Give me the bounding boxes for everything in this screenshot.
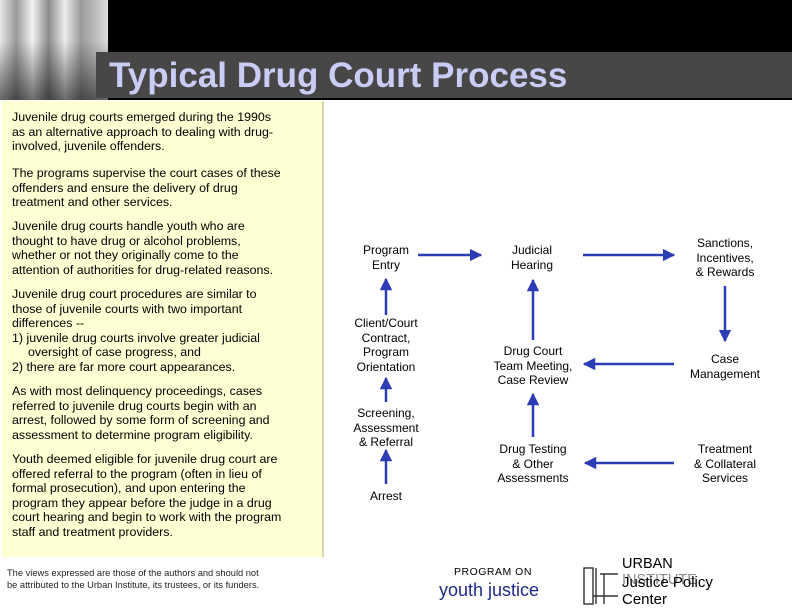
node-label: Incentives, [696,250,754,265]
node-label: Assessments [497,471,569,486]
paragraph-3: Juvenile drug courts handle youth who ar… [12,219,273,277]
program-on-label: PROGRAM ON [454,566,532,578]
text-line: offenders and ensure the delivery of dru… [12,180,238,195]
page-title: Typical Drug Court Process [109,56,568,95]
node-label: Entry [371,257,401,272]
disclaimer: The views expressed are those of the aut… [7,567,259,591]
text-line: whether or not they originally come to t… [12,248,239,263]
justice-policy-center-line2: Center [622,591,668,608]
text-line: staff and treatment providers. [12,524,173,539]
node-label: Sanctions, [696,236,754,250]
text-line: The programs supervise the court cases o… [12,166,281,180]
text-line: arrest, followed by some form of screeni… [12,413,270,428]
text-line: referred to juvenile drug courts begin w… [12,398,257,413]
node-sanctions: Sanctions, Incentives, & Rewards [696,236,755,280]
node-treatment: Treatment & Collateral Services [694,442,756,486]
node-label: Assessment [353,420,419,435]
node-label: & Referral [358,435,414,450]
node-label: Judicial [511,243,553,257]
node-label: Screening, [357,406,415,420]
text-line: program they appear before the judge in … [12,495,272,510]
node-client-court-contract: Client/Court Contract, Program Orientati… [354,316,417,374]
text-line: Youth deemed eligible for juvenile drug … [12,452,278,466]
node-label: Client/Court [354,316,418,330]
paragraph-5: As with most delinquency proceedings, ca… [12,384,270,442]
paragraph-6: Youth deemed eligible for juvenile drug … [12,452,281,540]
urban-institute-line2: INSTITUTE [622,572,697,588]
node-label: & Rewards [695,265,755,280]
node-drug-testing: Drug Testing & Other Assessments [497,442,568,486]
text-line: 1) juvenile drug courts involve greater … [12,330,260,345]
node-case-management: Case Management [690,352,760,381]
text-line: Juvenile drug courts handle youth who ar… [12,219,245,233]
node-label: Drug Court [503,344,563,358]
paragraph-4: Juvenile drug court procedures are simil… [12,287,260,375]
node-label: Hearing [510,257,554,272]
node-arrest: Arrest [370,489,402,504]
node-label: & Other [512,456,554,471]
justice-policy-center-line1: Justice Policy [622,574,713,591]
text-line: differences -- [12,316,85,331]
text-line: those of juvenile courts with two import… [12,301,243,316]
node-label: Arrest [369,489,403,503]
header-band [96,52,792,98]
node-label: Case Review [497,373,569,388]
node-label: Team Meeting, [493,358,573,373]
text-panel: Juvenile drug courts emerged during the … [2,101,324,557]
urban-institute-logo-icon [583,567,618,605]
paragraph-1: Juvenile drug courts emerged during the … [12,110,273,154]
node-team-meeting: Drug Court Team Meeting, Case Review [494,344,573,388]
node-label: Services [701,471,748,486]
urban-institute-line1: URBAN [622,556,673,572]
columns-photo [0,0,108,100]
text-line: offered referral to the program (often i… [12,466,262,481]
text-line: Juvenile drug court procedures are simil… [12,287,257,301]
node-label: Program [362,345,410,360]
node-program-entry: Program Entry [363,243,409,272]
text-line: involved, juvenile offenders. [12,139,165,154]
paragraph-2: The programs supervise the court cases o… [12,166,281,210]
text-line: formal prosecution), and upon entering t… [12,481,246,496]
text-line: attention of authorities for drug-relate… [12,262,274,277]
text-line: oversight of case progress, and [28,345,201,360]
node-label: Treatment [697,442,753,456]
node-label: Drug Testing [499,442,567,456]
text-line: assessment to determine program eligibil… [12,427,253,442]
node-label: Case [710,352,740,366]
disclaimer-line: The views expressed are those of the aut… [7,568,259,578]
node-label: & Collateral [693,456,757,471]
text-line: Juvenile drug courts emerged during the … [12,110,271,124]
text-line: 2) there are far more court appearances. [12,359,236,374]
node-label: Orientation [356,359,416,374]
node-label: Contract, [361,330,411,345]
text-line: as an alternative approach to dealing wi… [12,124,274,139]
disclaimer-line: be attributed to the Urban Institute, it… [7,580,260,590]
node-screening: Screening, Assessment & Referral [353,406,418,450]
youth-justice-logo-text: youth justice [439,580,540,600]
node-judicial-hearing: Judicial Hearing [511,243,553,272]
node-label: Management [689,366,761,381]
text-line: court hearing and begin to work with the… [12,510,282,525]
text-line: treatment and other services. [12,195,173,210]
text-line: thought to have drug or alcohol problems… [12,233,241,248]
text-line: As with most delinquency proceedings, ca… [12,384,263,398]
node-label: Program [362,243,410,257]
